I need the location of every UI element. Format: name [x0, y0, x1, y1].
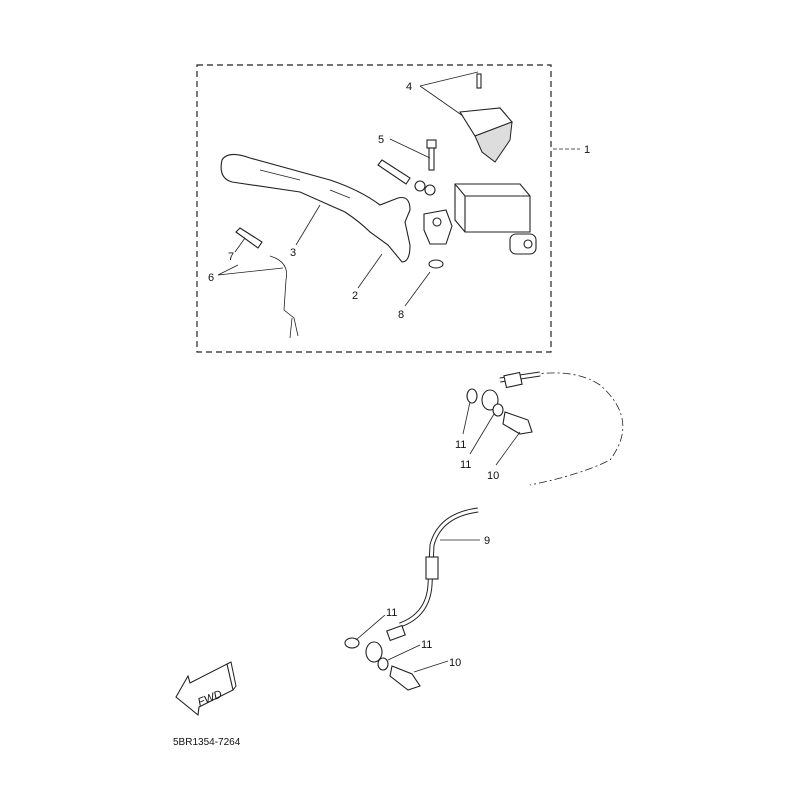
hose-continuation — [514, 372, 624, 486]
master-cylinder-clamp — [423, 209, 453, 245]
callout-6: 6 — [208, 272, 214, 284]
union-bolt-top — [502, 411, 533, 435]
hose-grommet — [425, 556, 439, 580]
brake-lever — [220, 153, 411, 263]
port-hole — [523, 239, 533, 249]
switch-wire — [269, 255, 299, 337]
callout-11-bottom-2: 11 — [421, 639, 432, 651]
brake-hose — [399, 507, 479, 628]
callout-10-bottom: 10 — [449, 657, 461, 669]
banjo-fitting-bottom — [386, 624, 406, 642]
leader-6 — [217, 264, 284, 276]
drawing-code: 5BR1354-7264 — [173, 737, 241, 748]
banjo-eye-bottom — [365, 641, 383, 663]
switch-wire-2 — [289, 317, 293, 339]
pivot-pin — [377, 159, 411, 185]
leader-10b — [413, 660, 449, 673]
washer-top-2 — [492, 403, 504, 417]
master-cylinder-edges — [454, 183, 530, 232]
leader-10a — [495, 431, 521, 466]
brake-switch — [235, 227, 263, 249]
leader-4 — [419, 71, 479, 117]
callout-7: 7 — [228, 251, 234, 263]
callout-11-top-1: 11 — [455, 439, 466, 451]
callout-5: 5 — [378, 134, 384, 146]
bolt-shank — [428, 147, 435, 171]
leader-11c — [355, 614, 386, 641]
callout-2: 2 — [352, 290, 358, 302]
union-bolt-bottom — [389, 665, 421, 691]
leader-8 — [404, 271, 431, 307]
callout-11-top-2: 11 — [460, 459, 471, 471]
forward-arrow-icon: FWD — [175, 661, 237, 717]
clamp-hole — [432, 217, 442, 227]
callout-11-bottom-1: 11 — [386, 607, 397, 619]
leader-11a — [462, 401, 471, 435]
leader-3 — [295, 204, 321, 246]
leader-11d — [387, 644, 421, 661]
master-cylinder-port — [509, 233, 537, 255]
leader-5 — [389, 138, 431, 159]
leader-2 — [357, 253, 383, 289]
banjo-fitting-top — [503, 371, 523, 389]
leader-11b — [469, 413, 495, 455]
brake-hose-inner — [399, 508, 479, 627]
cap-screw — [476, 73, 482, 89]
callout-8: 8 — [398, 309, 404, 321]
spring — [414, 180, 426, 192]
washer-bottom-1 — [344, 637, 360, 649]
callout-10-top: 10 — [487, 470, 499, 482]
reservoir-diaphragm — [474, 121, 513, 163]
washer-bottom-2 — [377, 657, 389, 671]
washer — [424, 184, 436, 196]
leader-7 — [234, 237, 246, 253]
bolt-head — [426, 139, 437, 149]
callout-9: 9 — [484, 535, 490, 547]
callout-3: 3 — [290, 247, 296, 259]
washer-top-1 — [466, 388, 478, 404]
lever-detail — [259, 169, 351, 199]
callout-4: 4 — [406, 81, 412, 93]
callout-1: 1 — [584, 144, 590, 156]
nut — [428, 259, 444, 269]
banjo-eye-top — [481, 389, 499, 411]
